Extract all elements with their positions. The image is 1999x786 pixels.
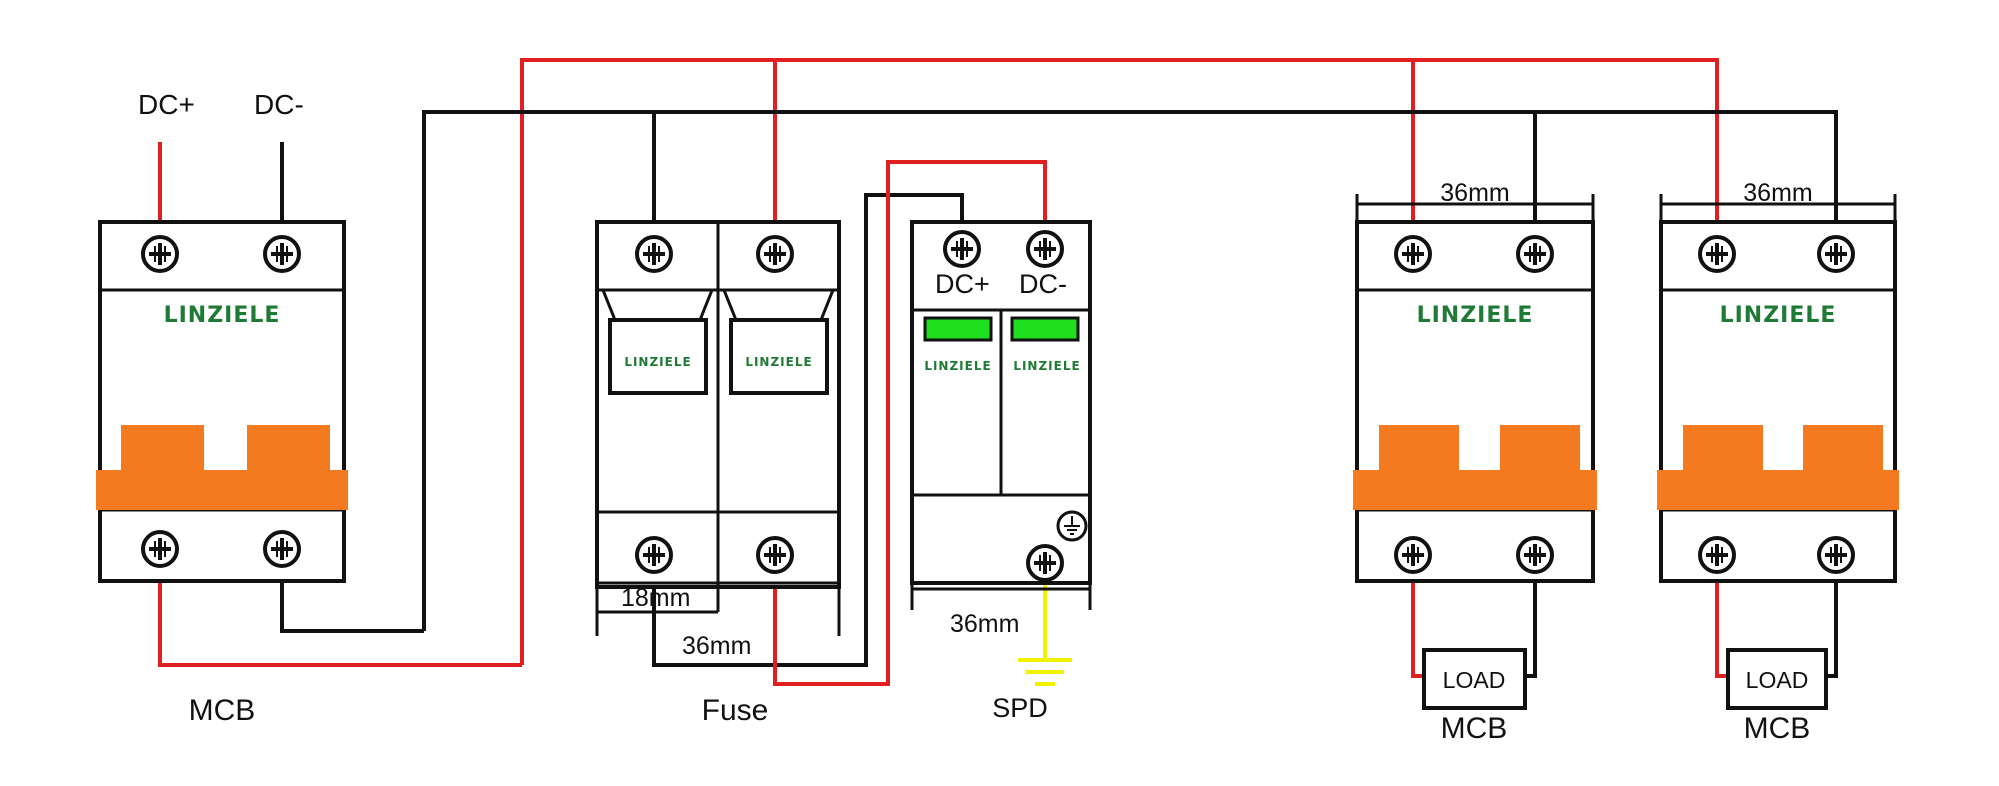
load-1-positive-wire (1411, 555, 1424, 678)
fuse-label: Fuse (702, 694, 769, 727)
load-mcb-1-handle (1353, 425, 1597, 510)
fuse-width-18mm: 18mm (621, 584, 690, 612)
negative-bus-wire (422, 110, 1838, 631)
spd-width-36mm: 36mm (950, 610, 1019, 638)
positive-bus-wire (520, 58, 1719, 665)
load-1-negative-wire (1525, 555, 1537, 678)
load-mcb-2-handle (1657, 425, 1899, 510)
spd-indicator-left (923, 316, 993, 342)
fuse-brand-right: LINZIELE (745, 355, 812, 369)
load-2-box: LOAD (1726, 648, 1828, 710)
spd-brand-left: LINZIELE (924, 359, 991, 373)
wiring (158, 58, 1838, 686)
dc-minus-label: DC- (254, 89, 304, 120)
load-1-box: LOAD (1422, 648, 1527, 710)
spd-terminal-plus-label: DC+ (935, 269, 990, 299)
load-mcb-2-brand: LINZIELE (1720, 303, 1837, 328)
spd: DC+ DC- LINZIELE LINZIELE (910, 220, 1092, 610)
load-mcb-1-width: 36mm (1440, 179, 1509, 207)
main-mcb-label: MCB (189, 694, 256, 727)
main-mcb: LINZIELE (96, 220, 348, 583)
load-1-label: LOAD (1443, 667, 1506, 693)
fuse-positive-to-spd (773, 160, 1047, 686)
fuse-width-36mm: 36mm (682, 632, 751, 660)
spd-brand-right: LINZIELE (1013, 359, 1080, 373)
main-mcb-positive-out (158, 549, 522, 667)
load-mcb-2-label: MCB (1744, 712, 1811, 745)
main-mcb-brand: LINZIELE (164, 303, 281, 328)
fuse-brand-left: LINZIELE (624, 355, 691, 369)
load-2-negative-wire (1826, 555, 1838, 678)
earth-terminal-icon (1056, 510, 1088, 542)
spd-label: SPD (992, 693, 1048, 723)
fuse-holder: LINZIELE LINZIELE (595, 220, 841, 636)
load-mcb-1: LINZIELE (1353, 194, 1597, 583)
load-mcb-2: LINZIELE (1657, 194, 1899, 583)
load-2-label: LOAD (1746, 667, 1809, 693)
spd-indicator-right (1010, 316, 1080, 342)
load-mcb-1-label: MCB (1441, 712, 1508, 745)
dc-plus-label: DC+ (138, 89, 195, 120)
load-2-positive-wire (1715, 555, 1728, 678)
ground-symbol-icon (1018, 658, 1072, 686)
load-mcb-2-width: 36mm (1743, 179, 1812, 207)
load-mcb-1-brand: LINZIELE (1417, 303, 1534, 328)
main-mcb-handle (96, 425, 348, 510)
fuse-negative-to-spd (652, 193, 964, 667)
spd-terminal-minus-label: DC- (1019, 269, 1067, 299)
